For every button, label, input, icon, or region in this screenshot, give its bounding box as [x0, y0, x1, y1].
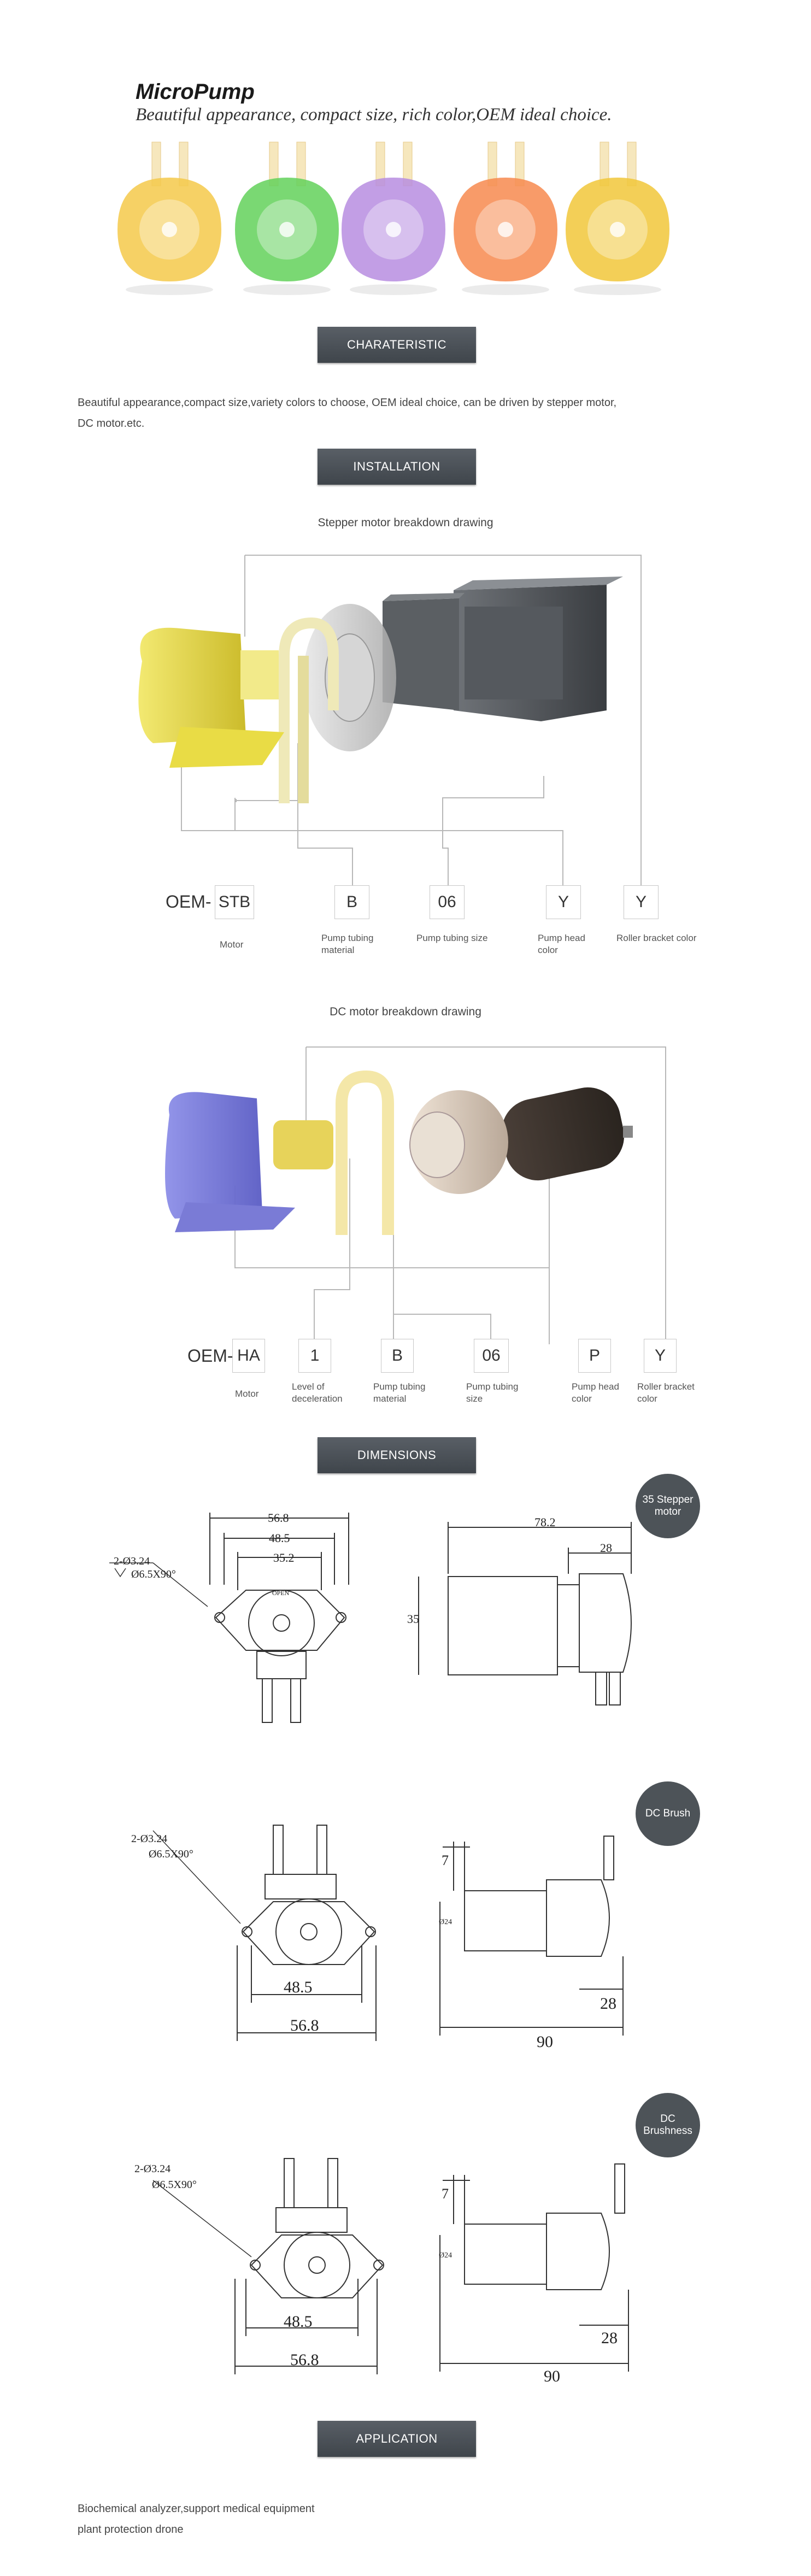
pump-variant-3	[342, 142, 445, 295]
dc-brushless-side-7: 7	[442, 2186, 449, 2202]
dc-oem-prefix: OEM-	[187, 1346, 233, 1366]
badge-dc-brushless: DC Brushness	[636, 2093, 700, 2157]
badge-stepper: 35 Stepper motor	[636, 1474, 700, 1538]
page-title: MicroPump	[136, 80, 255, 104]
section-banner-installation: INSTALLATION	[318, 449, 476, 485]
dc-code-motor: HA	[232, 1339, 265, 1373]
stepper-label-bracket-color: Roller bracket color	[616, 933, 697, 943]
page-subtitle: Beautiful appearance, compact size, rich…	[136, 105, 612, 125]
dc-label-tubing-material: Pump tubing material	[373, 1381, 426, 1404]
dc-brush-side-shaft: Ø24	[439, 1918, 452, 1926]
dc-brush-front-view	[152, 1825, 377, 2041]
stepper-dim-countersink: Ø6.5X90°	[131, 1568, 176, 1580]
application-text: Biochemical analyzer,support medical equ…	[78, 2498, 315, 2540]
dc-code-bracket-color: Y	[644, 1339, 677, 1373]
pump-variant-4	[454, 142, 557, 295]
stepper-code-motor: STB	[215, 885, 254, 919]
stepper-code-bracket-color: Y	[624, 885, 659, 919]
stepper-oem-prefix: OEM-	[166, 892, 211, 911]
badge-dc-brush: DC Brush	[636, 1781, 700, 1846]
dc-exploded-drawing	[165, 1046, 666, 1344]
dc-brushless-dim-hole: 2-Ø3.24	[134, 2163, 171, 2175]
stepper-label-tubing-size: Pump tubing size	[416, 933, 488, 943]
dc-label-motor: Motor	[235, 1389, 259, 1399]
dc-code-deceleration: 1	[298, 1339, 331, 1373]
dc-brushless-side-view	[439, 2163, 629, 2372]
stepper-label-head-color: Pump head color	[538, 933, 585, 955]
stepper-code-tubing-size: 06	[430, 885, 465, 919]
stepper-label-tubing-material: Pump tubing material	[321, 933, 374, 955]
pump-variant-5	[566, 142, 669, 295]
stepper-drawing-heading: Stepper motor breakdown drawing	[318, 516, 493, 529]
application-line-2: plant protection drone	[78, 2524, 184, 2536]
dc-brush-dim-w1: 48.5	[284, 1978, 313, 1996]
stepper-dim-w2: 48.5	[269, 1531, 290, 1545]
stepper-front-view	[109, 1513, 349, 1723]
section-banner-dimensions: DIMENSIONS	[318, 1437, 476, 1473]
pump-variant-2	[235, 142, 339, 295]
dc-brushless-side-shaft: Ø24	[439, 2251, 452, 2260]
dc-code-tubing-material: B	[381, 1339, 414, 1373]
application-line-1: Biochemical analyzer,support medical equ…	[78, 2503, 315, 2515]
dc-label-head-color: Pump head color	[572, 1381, 619, 1404]
stepper-side-w2: 28	[600, 1541, 612, 1555]
stepper-exploded-drawing	[138, 555, 642, 885]
dc-brush-side-view	[439, 1836, 624, 2036]
dc-brush-dim-hole: 2-Ø3.24	[131, 1833, 168, 1845]
characteristic-line-2: DC motor.etc.	[78, 417, 145, 430]
dc-label-deceleration: Level of deceleration	[292, 1381, 343, 1404]
dc-brushless-side-90: 90	[544, 2367, 560, 2385]
characteristic-text: Beautiful appearance,compact size,variet…	[78, 392, 616, 434]
stepper-side-view	[418, 1522, 632, 1705]
stepper-code-tubing-material: B	[334, 885, 369, 919]
characteristic-line-1: Beautiful appearance,compact size,variet…	[78, 397, 617, 409]
stepper-code-head-color: Y	[546, 885, 581, 919]
dc-brush-dim-countersink: Ø6.5X90°	[149, 1848, 193, 1860]
dc-brushless-dim-w1: 48.5	[284, 2313, 313, 2331]
stepper-dim-hole: 2-Ø3.24	[114, 1555, 150, 1567]
dc-label-bracket-color: Roller bracket color	[637, 1381, 695, 1404]
stepper-label-motor: Motor	[220, 939, 244, 950]
dc-brush-side-7: 7	[442, 1852, 449, 1868]
dc-code-head-color: P	[578, 1339, 611, 1373]
stepper-open-mark: OPEN	[272, 1589, 290, 1597]
stepper-side-w: 78.2	[534, 1515, 556, 1529]
stepper-dim-w1: 56.8	[268, 1511, 289, 1525]
dc-brushless-dim-w2: 56.8	[290, 2351, 319, 2369]
stepper-side-h: 35	[407, 1612, 419, 1626]
dc-brush-side-28: 28	[600, 1995, 616, 2013]
pump-color-variants	[117, 142, 669, 295]
dc-brushless-dim-countersink: Ø6.5X90°	[152, 2179, 197, 2191]
pump-variant-1	[117, 142, 221, 295]
dc-label-tubing-size: Pump tubing size	[466, 1381, 519, 1404]
dc-brush-dim-w2: 56.8	[290, 2016, 319, 2034]
stepper-dim-w3: 35.2	[273, 1551, 295, 1565]
dc-drawing-heading: DC motor breakdown drawing	[330, 1005, 481, 1018]
dc-code-tubing-size: 06	[474, 1339, 509, 1373]
section-banner-characteristic: CHARATERISTIC	[318, 327, 476, 363]
dc-brush-side-90: 90	[537, 2033, 553, 2051]
dc-brushless-side-28: 28	[601, 2329, 618, 2347]
dc-brushless-front-view	[152, 2158, 384, 2374]
section-banner-application: APPLICATION	[318, 2421, 476, 2457]
